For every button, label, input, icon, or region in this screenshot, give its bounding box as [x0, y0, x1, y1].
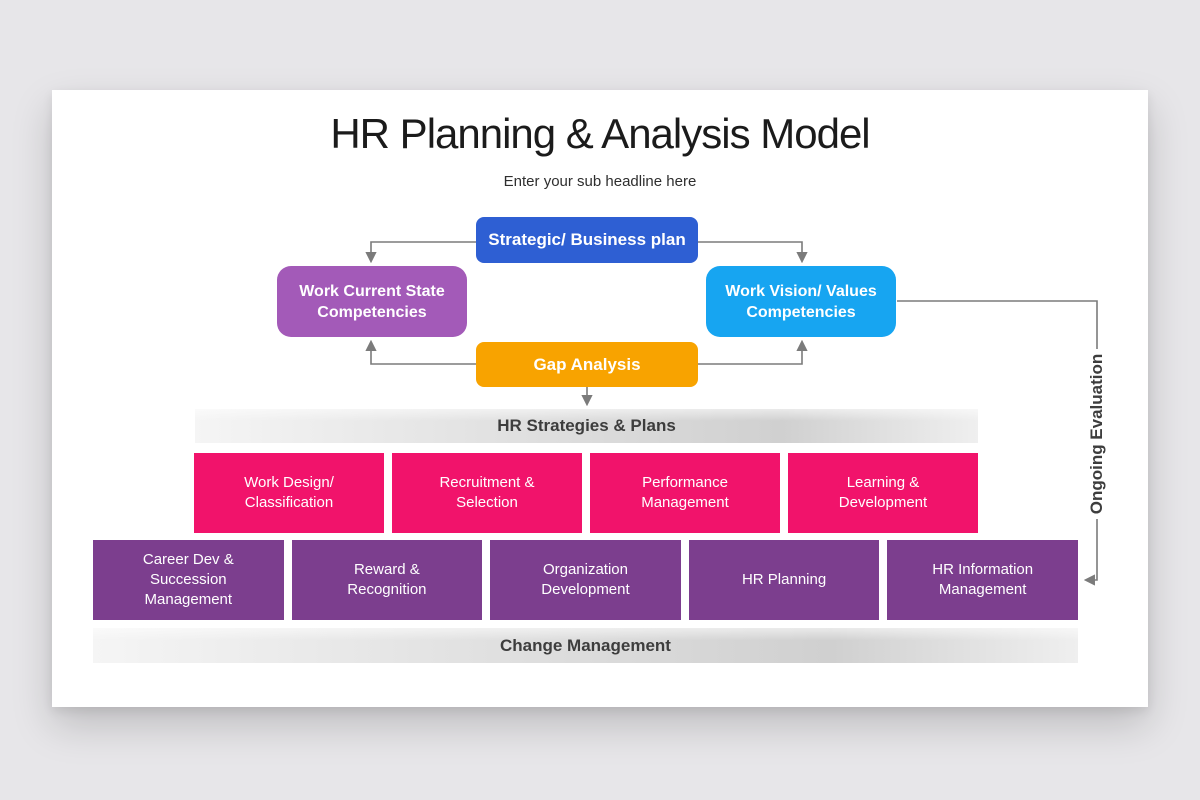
performance-management-label: Performance Management	[641, 474, 729, 511]
learning-development-label: Learning & Development	[838, 474, 928, 511]
work-design-classification-box: Work Design/ Classification	[194, 453, 384, 533]
career-dev-succession-label: Career Dev & Succession Management	[142, 551, 234, 608]
organization-development-box: Organization Development	[490, 540, 681, 620]
work-vision-values-label: Work Vision/ Values Competencies	[725, 282, 877, 321]
recruitment-selection-label: Recruitment & Selection	[439, 474, 535, 511]
hr-information-management-box: HR Information Management	[887, 540, 1078, 620]
page-subtitle: Enter your sub headline here	[503, 173, 697, 190]
learning-development-box: Learning & Development	[788, 453, 978, 533]
work-current-state-label: Work Current State Competencies	[299, 282, 445, 321]
work-design-classification-label: Work Design/ Classification	[244, 474, 334, 511]
change-management-bar: Change Management	[93, 628, 1078, 663]
performance-management-box: Performance Management	[590, 453, 780, 533]
hr-information-management-label: HR Information Management	[932, 561, 1034, 598]
work-current-state-box: Work Current State Competencies	[277, 266, 467, 337]
hr-planning-label: HR Planning	[741, 571, 827, 588]
page-title: HR Planning & Analysis Model	[330, 110, 870, 157]
gap-analysis-box: Gap Analysis	[476, 342, 698, 387]
work-vision-values-box: Work Vision/ Values Competencies	[706, 266, 896, 337]
recruitment-selection-box: Recruitment & Selection	[392, 453, 582, 533]
strategic-business-plan-label: Strategic/ Business plan	[488, 230, 686, 249]
career-dev-succession-box: Career Dev & Succession Management	[93, 540, 284, 620]
hr-functions-row: Career Dev & Succession Management Rewar…	[93, 540, 1078, 620]
organization-development-label: Organization Development	[541, 561, 630, 598]
reward-recognition-label: Reward & Recognition	[347, 561, 427, 598]
gap-analysis-label: Gap Analysis	[533, 354, 641, 374]
change-management-label: Change Management	[500, 635, 671, 655]
strategic-business-plan-box: Strategic/ Business plan	[476, 217, 698, 263]
hr-strategies-plans-label: HR Strategies & Plans	[497, 416, 676, 435]
reward-recognition-box: Reward & Recognition	[291, 540, 483, 620]
ongoing-evaluation-label: Ongoing Evaluation	[1087, 353, 1106, 515]
hr-programs-row: Work Design/ Classification Recruitment …	[194, 453, 978, 533]
hr-planning-box: HR Planning	[688, 540, 880, 620]
hr-strategies-plans-bar: HR Strategies & Plans	[195, 409, 978, 443]
